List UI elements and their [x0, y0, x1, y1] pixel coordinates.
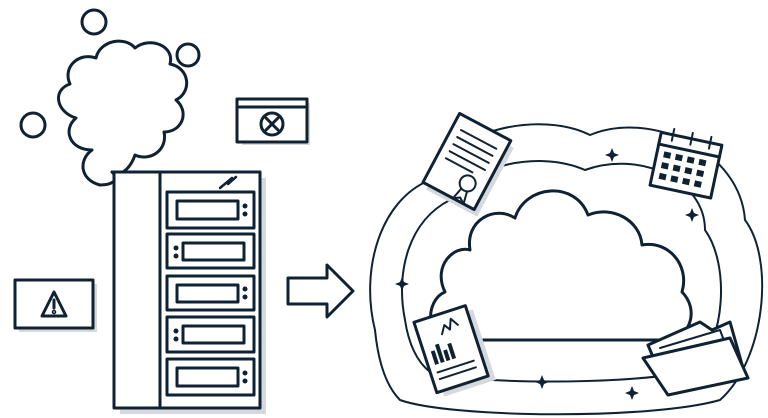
server-rack-icon — [112, 170, 266, 414]
warning-window-icon — [13, 278, 97, 332]
calendar-icon — [648, 127, 724, 200]
sparkle-icon — [395, 148, 699, 400]
arrow-right-icon — [286, 263, 355, 319]
error-window-icon — [235, 97, 310, 145]
folder-icon — [641, 320, 750, 397]
smoke-cloud-icon — [19, 8, 201, 187]
certificate-icon — [421, 111, 514, 217]
chart-document-icon — [412, 304, 496, 397]
